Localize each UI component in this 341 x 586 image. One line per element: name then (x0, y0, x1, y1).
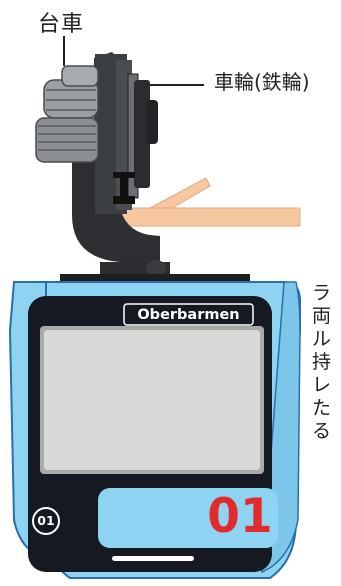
roof-mount (60, 260, 250, 282)
wheel-label: 車輪(鉄輪) (214, 70, 310, 94)
description-line: た (312, 397, 332, 419)
description-text: ラ 両 ル 持 レ た る (312, 282, 340, 532)
route-badge: 01 (37, 513, 55, 528)
description-line: 両 (312, 305, 332, 327)
bogie (35, 65, 99, 163)
destination-sign: Oberbarmen (137, 307, 240, 323)
description-line: 持 (312, 351, 332, 373)
description-line: レ (312, 374, 332, 396)
train-front (8, 281, 301, 579)
description-line: ラ (312, 282, 332, 304)
description-line: ル (312, 328, 332, 350)
description-line: る (312, 420, 332, 442)
bogie-label: 台車 (38, 12, 85, 37)
route-number: 01 (207, 489, 273, 544)
